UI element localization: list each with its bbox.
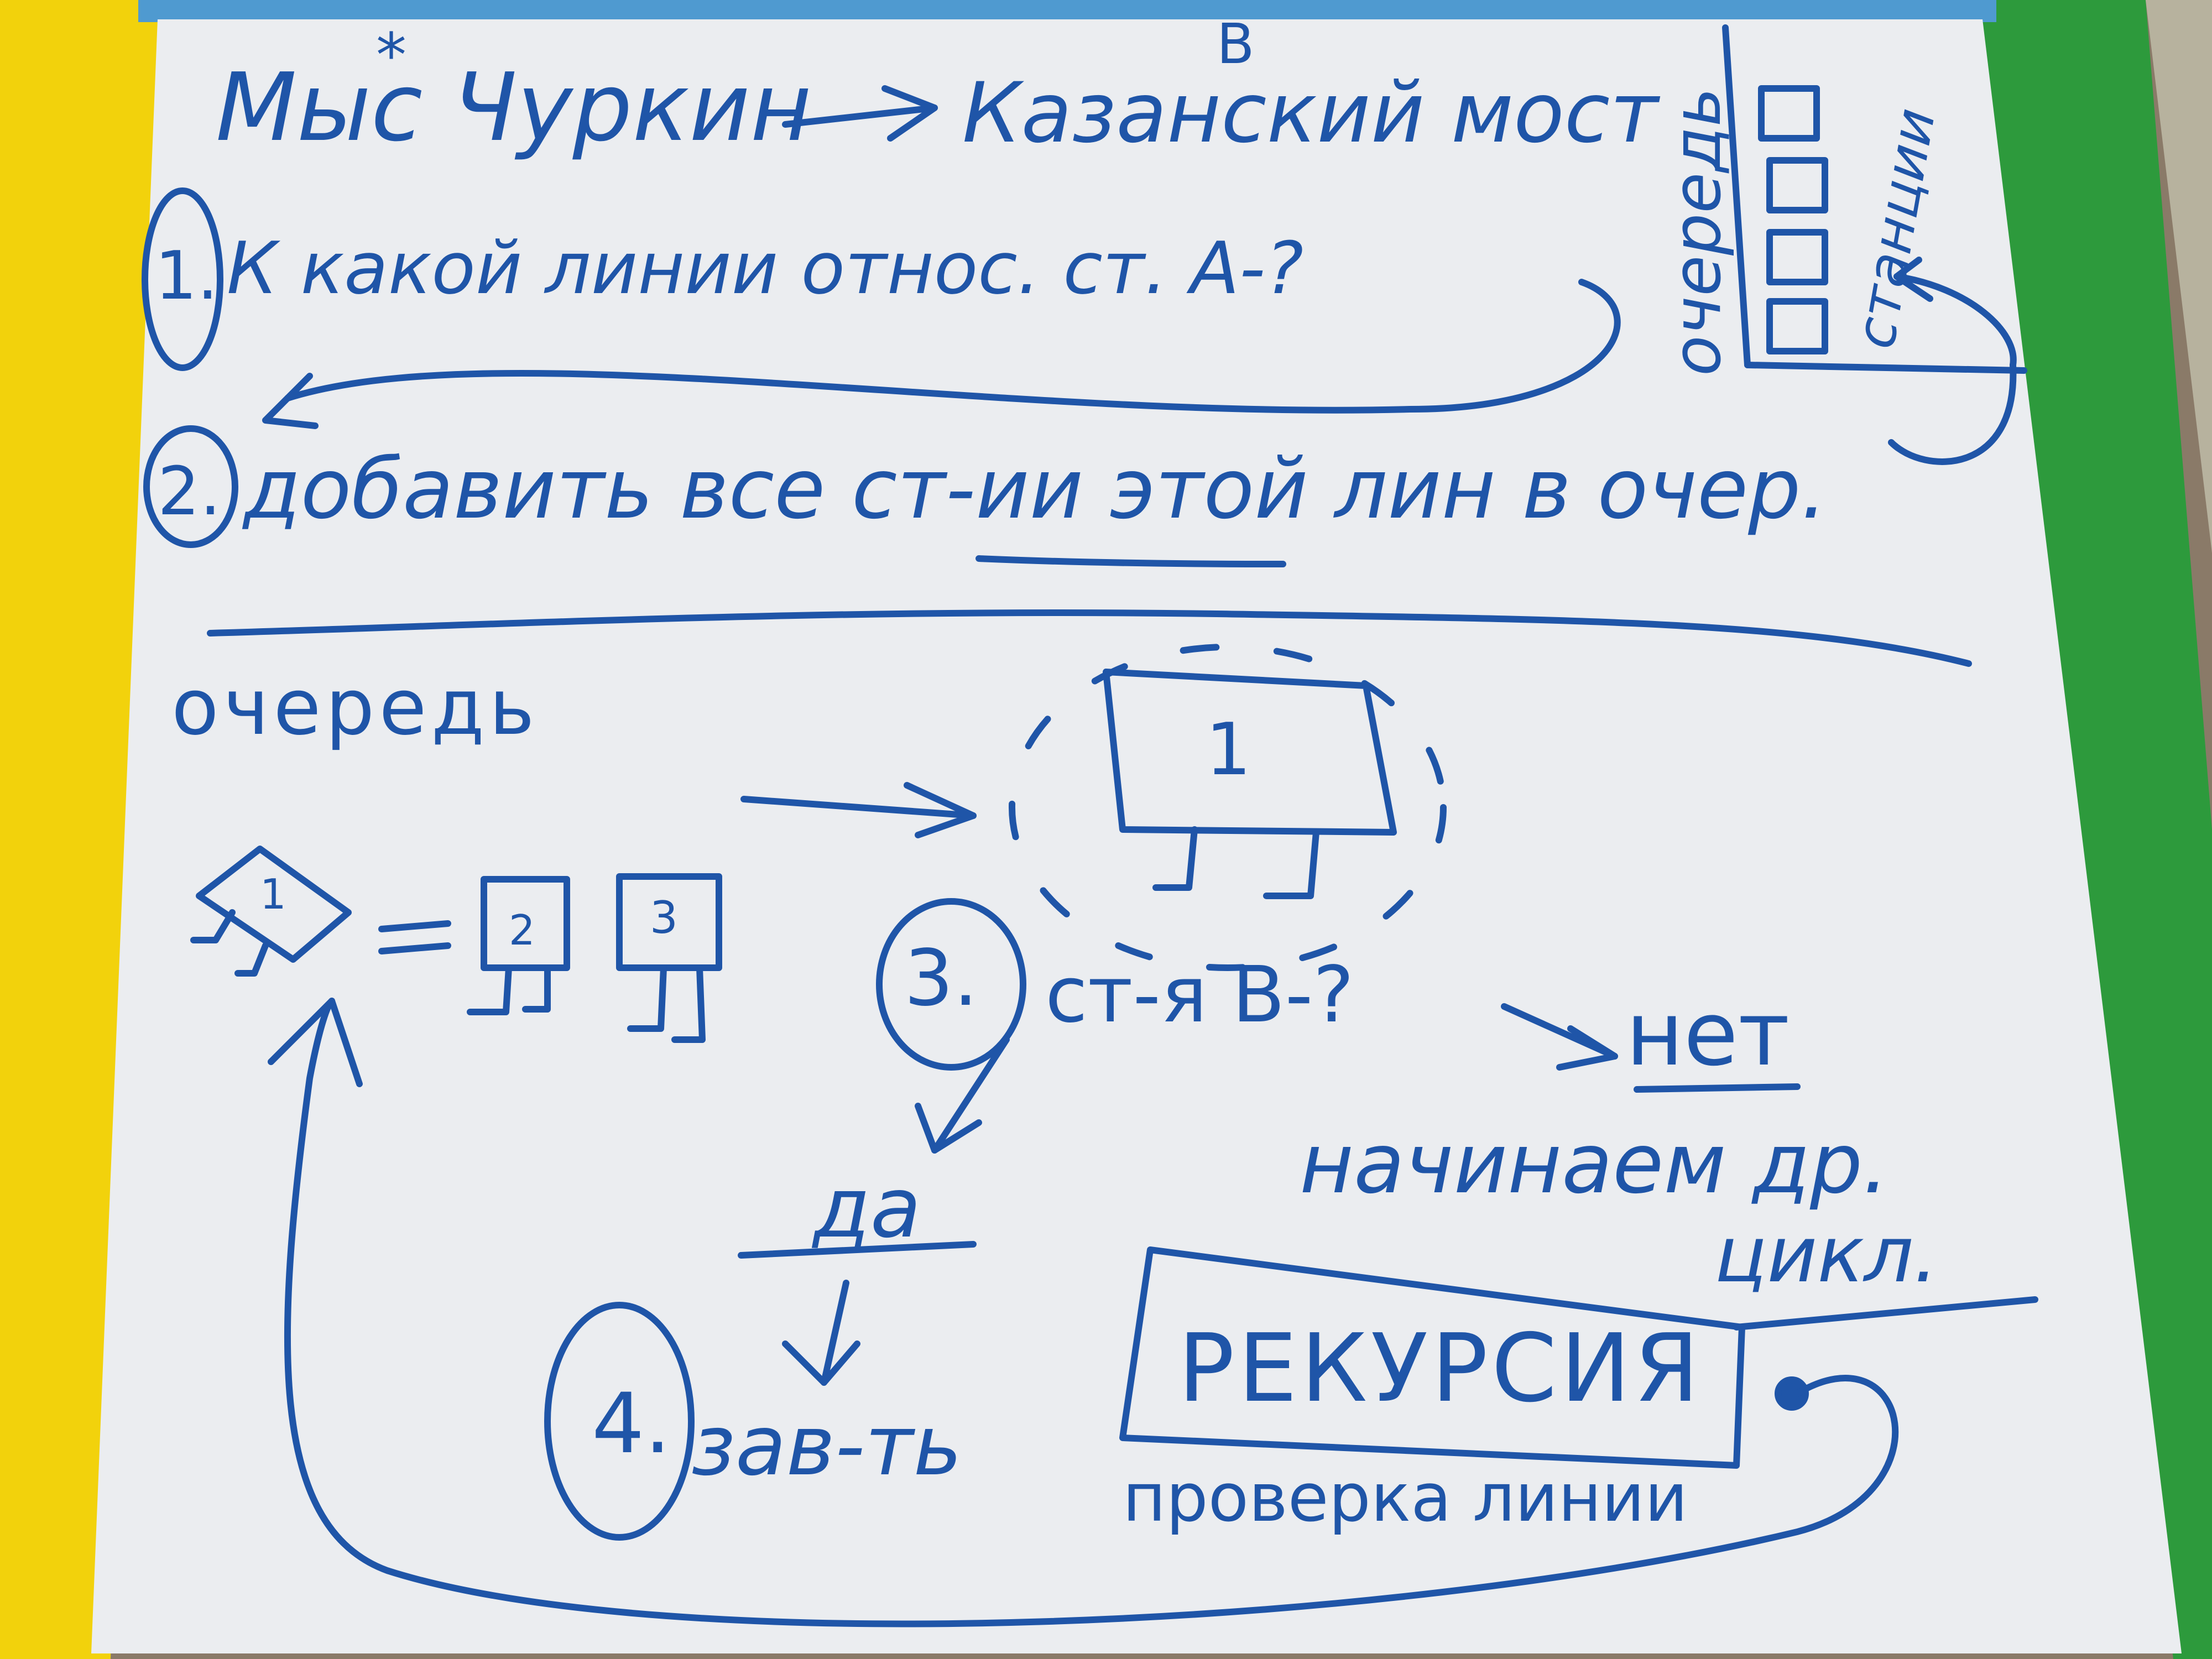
side-loop-arrow bbox=[1888, 362, 2017, 465]
recursion-dot bbox=[1775, 1376, 1809, 1411]
queue-box-2-leg-a bbox=[467, 964, 512, 1015]
big-box-leg-right bbox=[1263, 829, 1319, 899]
queue-box-2-leg-b bbox=[522, 964, 551, 1013]
queue-box-1 bbox=[196, 846, 352, 963]
underline-stations bbox=[975, 555, 1286, 567]
side-diagram-vertical-line bbox=[1722, 24, 1751, 368]
recursion-box bbox=[1119, 1246, 1745, 1469]
queue-title: очередь bbox=[171, 662, 539, 753]
recursion-pointer-line bbox=[1733, 1296, 2038, 1331]
header-arrow-line bbox=[782, 105, 938, 128]
step2-circle bbox=[143, 425, 238, 548]
step2-number: 2. bbox=[158, 453, 221, 530]
big-box-leg-left bbox=[1152, 826, 1198, 891]
no-underline bbox=[1634, 1083, 1801, 1093]
step4-arrow-head bbox=[782, 1340, 860, 1386]
step3-question: ст-я В-? bbox=[1045, 950, 1354, 1040]
no-action-line1: начинаем др. bbox=[1300, 1116, 1889, 1212]
queue-box-2 bbox=[481, 876, 570, 971]
frame-top-blue bbox=[138, 0, 1996, 22]
queue-box-3-leg-b bbox=[671, 964, 706, 1043]
queue-box-1-leg-a bbox=[190, 909, 236, 943]
queue-box-3-leg-a bbox=[627, 964, 667, 1032]
recursion-loop-arrow bbox=[284, 998, 1899, 1627]
side-station-square-3 bbox=[1766, 229, 1828, 285]
side-arrow-up bbox=[1893, 273, 2017, 368]
recursion-label: РЕКУРСИЯ bbox=[1178, 1314, 1703, 1423]
queue-box-1-leg-b bbox=[234, 942, 269, 977]
step4-text: зав-ть bbox=[691, 1398, 962, 1494]
queue-box-3-number: 3 bbox=[650, 892, 678, 943]
yes-arrow-head bbox=[915, 1103, 982, 1154]
side-diagram-base-line bbox=[1744, 362, 2027, 374]
header-arrow-head bbox=[881, 85, 938, 142]
queue-box-1-number: 1 bbox=[260, 870, 286, 919]
equals-line-top bbox=[378, 920, 451, 932]
frame-right-green bbox=[1974, 0, 2212, 1659]
yes-answer: да bbox=[813, 1160, 921, 1256]
recursion-loop-arrowhead bbox=[268, 998, 363, 1087]
board-surface bbox=[91, 19, 2182, 1653]
big-station-box bbox=[1103, 669, 1397, 836]
queue-box-3 bbox=[616, 873, 722, 971]
queue-arrow-head bbox=[904, 782, 977, 838]
step1-number: 1. bbox=[155, 238, 218, 315]
header-asterisk: * bbox=[376, 20, 406, 91]
step4-circle bbox=[544, 1302, 695, 1541]
header-from: Мыс Чуркин bbox=[216, 53, 812, 163]
no-answer: нет bbox=[1626, 982, 1790, 1086]
big-box-dashed-circle bbox=[1009, 644, 1447, 971]
header-to: Казанский мост bbox=[962, 65, 1658, 161]
divider-wave bbox=[207, 609, 1972, 667]
equals-line-bottom bbox=[378, 942, 451, 954]
step2-text: добавить все ст-ии этой лин в очер. bbox=[243, 441, 1828, 538]
side-arrow-up-head bbox=[1893, 257, 1933, 302]
step4-arrow-line bbox=[821, 1280, 849, 1386]
no-action-line2: цикл. bbox=[1714, 1210, 1938, 1300]
yes-arrow-line bbox=[931, 1036, 1010, 1154]
step-link-arrowhead bbox=[262, 373, 319, 429]
queue-box-2-number: 2 bbox=[509, 906, 535, 954]
step-link-arrow bbox=[284, 279, 1621, 414]
side-queue-label: очередь bbox=[1659, 87, 1736, 376]
step1-text: К какой линии относ. ст. А-? bbox=[227, 226, 1304, 310]
step4-number: 4. bbox=[592, 1376, 671, 1472]
recursion-caption: проверка линии bbox=[1123, 1460, 1688, 1537]
wall-right-corner bbox=[2146, 0, 2212, 553]
big-box-number: 1 bbox=[1206, 707, 1251, 791]
queue-arrow-line bbox=[740, 796, 977, 819]
step3-circle bbox=[876, 898, 1026, 1071]
step1-circle bbox=[142, 187, 223, 371]
side-station-square-1 bbox=[1758, 85, 1820, 142]
side-station-square-2 bbox=[1766, 157, 1828, 213]
no-arrow-head bbox=[1556, 1025, 1618, 1071]
step3-number: 3. bbox=[904, 933, 978, 1024]
yes-underline bbox=[738, 1241, 977, 1259]
side-station-square-4 bbox=[1766, 298, 1828, 354]
header-correction-mark: В bbox=[1217, 12, 1255, 76]
